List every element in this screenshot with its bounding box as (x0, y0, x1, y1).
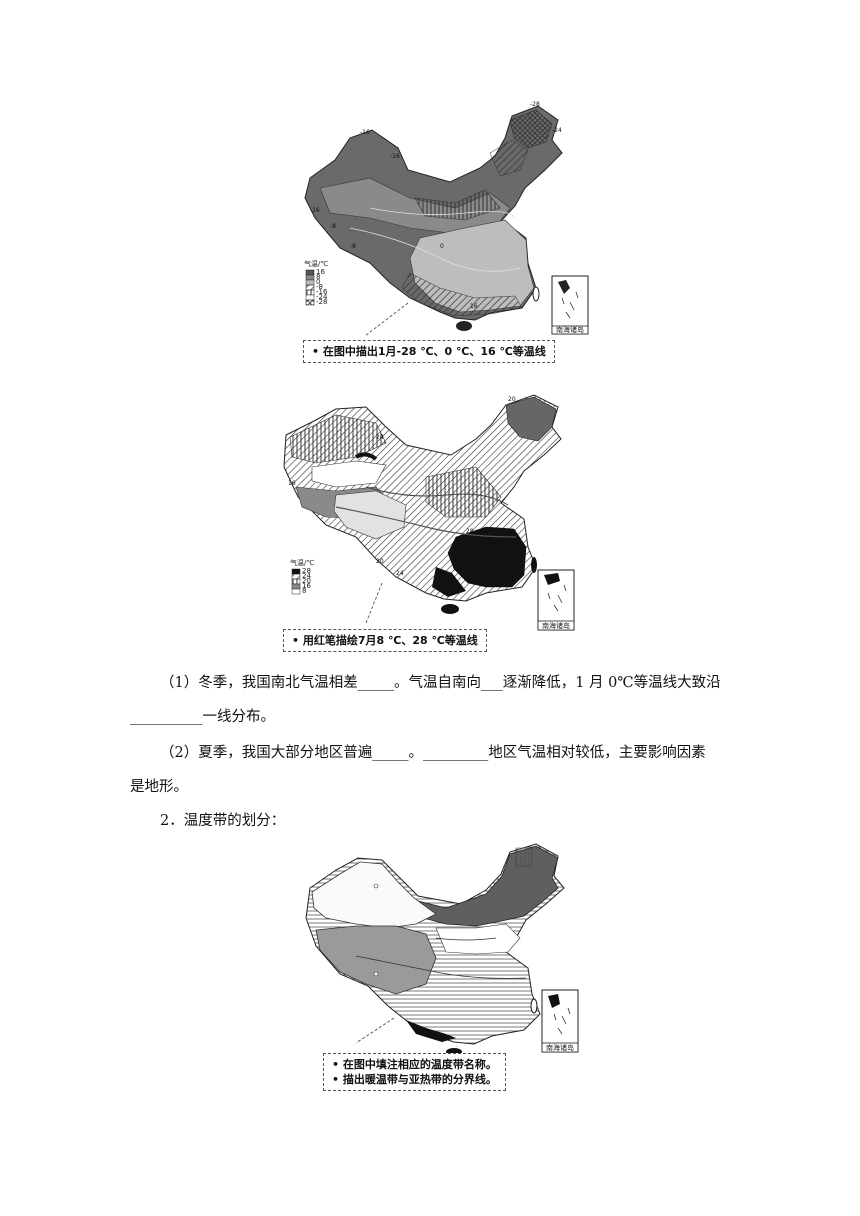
svg-text:16: 16 (470, 303, 478, 310)
svg-text:南海诸岛: 南海诸岛 (556, 325, 584, 334)
svg-text:南海诸岛: 南海诸岛 (546, 1043, 574, 1052)
svg-text:28: 28 (302, 567, 311, 575)
july-temperature-map: 气温/℃ 28 24 20 16 8 20 24 16 28 20 24 南海诸… (276, 387, 596, 637)
question-2-line-2: 是地形。 (130, 779, 188, 795)
svg-text:-16: -16 (316, 288, 328, 296)
svg-text:-16: -16 (360, 129, 370, 136)
svg-text:气温/℃: 气温/℃ (290, 558, 314, 567)
question-1-line-1: （1）冬季，我国南北气温相差_____。气温自南向___逐渐降低，1 月 0℃等… (160, 675, 721, 691)
svg-text:28: 28 (466, 528, 474, 535)
svg-text:-8: -8 (330, 223, 336, 230)
svg-text:24: 24 (376, 434, 384, 441)
svg-text:20: 20 (508, 396, 516, 403)
svg-text:24: 24 (396, 570, 404, 577)
legend-2: 气温/℃ 28 24 20 16 8 (290, 558, 314, 595)
svg-text:0: 0 (316, 278, 320, 286)
map3-instruction: • 在图中填注相应的温度带名称。 • 描出暖温带与亚热带的分界线。 (323, 1053, 506, 1091)
svg-text:20: 20 (376, 558, 384, 565)
svg-text:-24: -24 (552, 127, 562, 134)
svg-text:8: 8 (302, 587, 306, 595)
svg-text:-16: -16 (310, 207, 320, 214)
section-2-heading: 2．温度带的划分： (160, 813, 286, 829)
svg-text:16: 16 (288, 480, 296, 487)
svg-text:气温/℃: 气温/℃ (304, 259, 328, 268)
svg-text:-24: -24 (316, 293, 328, 301)
svg-text:24: 24 (302, 572, 311, 580)
legend-1: 气温/℃ 16 8 0 -8 -16 -24 -28 (304, 259, 328, 306)
question-1-line-2: __________一线分布。 (130, 709, 275, 725)
map1-instruction: • 在图中描出1月-28 ℃、0 ℃、16 ℃等温线 (303, 340, 555, 363)
map3-instruction-line-2: • 描出暖温带与亚热带的分界线。 (332, 1073, 497, 1086)
svg-text:16: 16 (316, 268, 325, 276)
svg-text:0: 0 (440, 243, 444, 250)
south-sea-inset-3: 南海诸岛 (541, 989, 579, 1053)
svg-text:16: 16 (302, 582, 311, 590)
january-temperature-map: 气温/℃ 16 8 0 -8 -16 -24 -28 -28 -24 -16 -… (290, 98, 610, 358)
map3-instruction-line-1: • 在图中填注相应的温度带名称。 (332, 1058, 497, 1071)
south-sea-inset-1: 南海诸岛 (551, 275, 589, 335)
svg-text:南海诸岛: 南海诸岛 (542, 621, 570, 630)
svg-text:-28: -28 (316, 298, 327, 306)
question-2-line-1: （2）夏季，我国大部分地区普遍_____。_________地区气温相对较低，主… (160, 745, 706, 761)
svg-text:-8: -8 (316, 283, 323, 291)
svg-text:-8: -8 (350, 243, 356, 250)
svg-text:-16: -16 (390, 153, 400, 160)
temperature-zones-map: 南海诸岛 (296, 838, 596, 1058)
map2-instruction: • 用红笔描绘7月8 ℃、28 ℃等温线 (283, 629, 487, 652)
svg-text:20: 20 (302, 577, 311, 585)
svg-text:8: 8 (316, 273, 320, 281)
svg-text:-28: -28 (530, 101, 540, 108)
south-sea-inset-2: 南海诸岛 (537, 569, 575, 631)
